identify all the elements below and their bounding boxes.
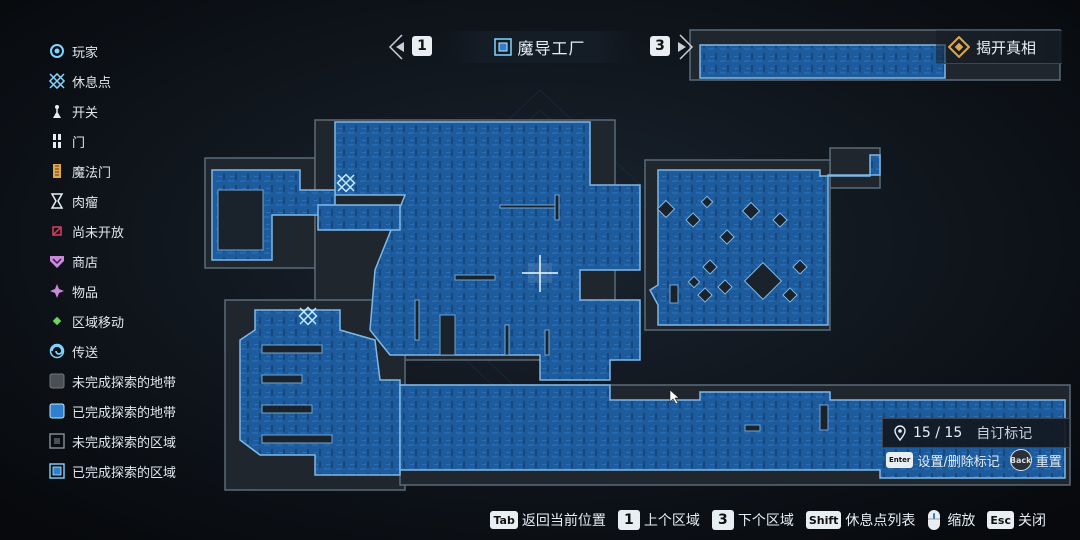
map-pin-icon xyxy=(894,425,906,441)
mouse-pointer-icon xyxy=(669,389,680,405)
unexplored-zone-icon xyxy=(48,372,66,390)
legend-item: 区域移动 xyxy=(48,306,218,336)
legend-label: 已完成探索的地带 xyxy=(72,405,177,421)
hint-label: 休息点列表 xyxy=(845,513,916,529)
hint-label: 缩放 xyxy=(947,513,976,529)
explored-region-icon xyxy=(48,462,66,480)
legend-label: 肉瘤 xyxy=(72,195,99,211)
map-rest-point-icon xyxy=(298,173,356,326)
flesh-tumor-icon xyxy=(48,192,66,210)
legend-label: 休息点 xyxy=(72,75,112,91)
legend-label: 尚未开放 xyxy=(72,225,125,241)
diamond-icon xyxy=(948,36,970,58)
legend-label: 商店 xyxy=(72,255,99,271)
legend-label: 传送 xyxy=(72,345,99,361)
explored-zone-icon xyxy=(48,402,66,420)
key-1: 1 xyxy=(617,510,640,530)
legend-item: 玩家 xyxy=(48,36,218,66)
legend-label: 区域移动 xyxy=(72,315,125,331)
switch-icon xyxy=(48,102,66,120)
tab-key: Tab xyxy=(490,511,518,529)
hint-label: 返回当前位置 xyxy=(521,513,606,529)
legend-item: 门 xyxy=(48,126,218,156)
not-yet-open-icon xyxy=(48,222,66,240)
hint-label: 上个区域 xyxy=(643,513,700,529)
marker-actions: Enter 设置/删除标记 Back 重置 xyxy=(886,449,1062,471)
shop-icon xyxy=(48,252,66,270)
key-3: 3 xyxy=(711,510,734,530)
legend-label: 魔法门 xyxy=(72,165,112,181)
reveal-truth-button[interactable]: 揭开真相 xyxy=(936,30,1062,64)
legend-item: 未完成探索的区域 xyxy=(48,426,218,456)
legend-item: 尚未开放 xyxy=(48,216,218,246)
mouse-wheel-icon xyxy=(928,510,941,530)
magic-door-icon xyxy=(48,162,66,180)
explored-region-icon xyxy=(494,38,513,56)
legend-label: 开关 xyxy=(72,105,99,121)
marker-count: 15 / 15 xyxy=(913,425,963,441)
hint-label: 下个区域 xyxy=(737,513,794,529)
door-icon xyxy=(48,132,66,150)
teleport-icon xyxy=(48,342,66,360)
custom-marker-panel: 15 / 15 自订标记 xyxy=(882,418,1070,448)
prev-area-key[interactable]: 1 xyxy=(412,36,432,56)
legend-item: 物品 xyxy=(48,276,218,306)
legend-item: 魔法门 xyxy=(48,156,218,186)
next-area-arrow-icon[interactable] xyxy=(674,33,694,61)
esc-key: Esc xyxy=(987,511,1014,529)
area-name: 魔导工厂 xyxy=(517,39,586,58)
item-icon xyxy=(48,282,66,300)
legend-item: 商店 xyxy=(48,246,218,276)
enter-key: Enter xyxy=(886,452,914,468)
prev-area-arrow-icon[interactable] xyxy=(388,33,408,61)
legend-label: 未完成探索的区域 xyxy=(72,435,177,451)
legend-item: 已完成探索的区域 xyxy=(48,456,218,486)
legend-item: 肉瘤 xyxy=(48,186,218,216)
hint-label: 关闭 xyxy=(1018,513,1046,529)
area-move-icon xyxy=(48,312,66,330)
shift-key: Shift xyxy=(805,511,842,529)
legend-item: 已完成探索的地带 xyxy=(48,396,218,426)
map-legend: 玩家休息点开关门魔法门肉瘤尚未开放商店物品区域移动传送未完成探索的地带已完成探索… xyxy=(48,36,218,486)
explored-map-rooms xyxy=(211,44,1066,479)
legend-label: 未完成探索的地带 xyxy=(72,375,177,391)
area-switcher: 1 魔导工厂 3 xyxy=(388,31,694,63)
hint-zoom[interactable]: 缩放 xyxy=(927,509,975,531)
reveal-truth-label: 揭开真相 xyxy=(976,38,1037,57)
reset-marker-action[interactable]: 重置 xyxy=(1035,454,1062,470)
area-title: 魔导工厂 xyxy=(444,31,636,63)
map-crosshair xyxy=(522,255,558,292)
player-icon xyxy=(48,42,66,60)
legend-label: 已完成探索的区域 xyxy=(72,465,177,481)
back-key: Back xyxy=(1009,449,1032,471)
next-area-key[interactable]: 3 xyxy=(650,36,670,56)
legend-label: 门 xyxy=(72,135,86,151)
legend-item: 休息点 xyxy=(48,66,218,96)
legend-label: 玩家 xyxy=(72,45,99,61)
legend-label: 物品 xyxy=(72,285,99,301)
rest-point-icon xyxy=(48,72,66,90)
legend-item: 未完成探索的地带 xyxy=(48,366,218,396)
marker-label: 自订标记 xyxy=(976,426,1033,442)
unexplored-region-icon xyxy=(48,432,66,450)
legend-item: 传送 xyxy=(48,336,218,366)
set-marker-action[interactable]: 设置/删除标记 xyxy=(917,454,1000,470)
legend-item: 开关 xyxy=(48,96,218,126)
